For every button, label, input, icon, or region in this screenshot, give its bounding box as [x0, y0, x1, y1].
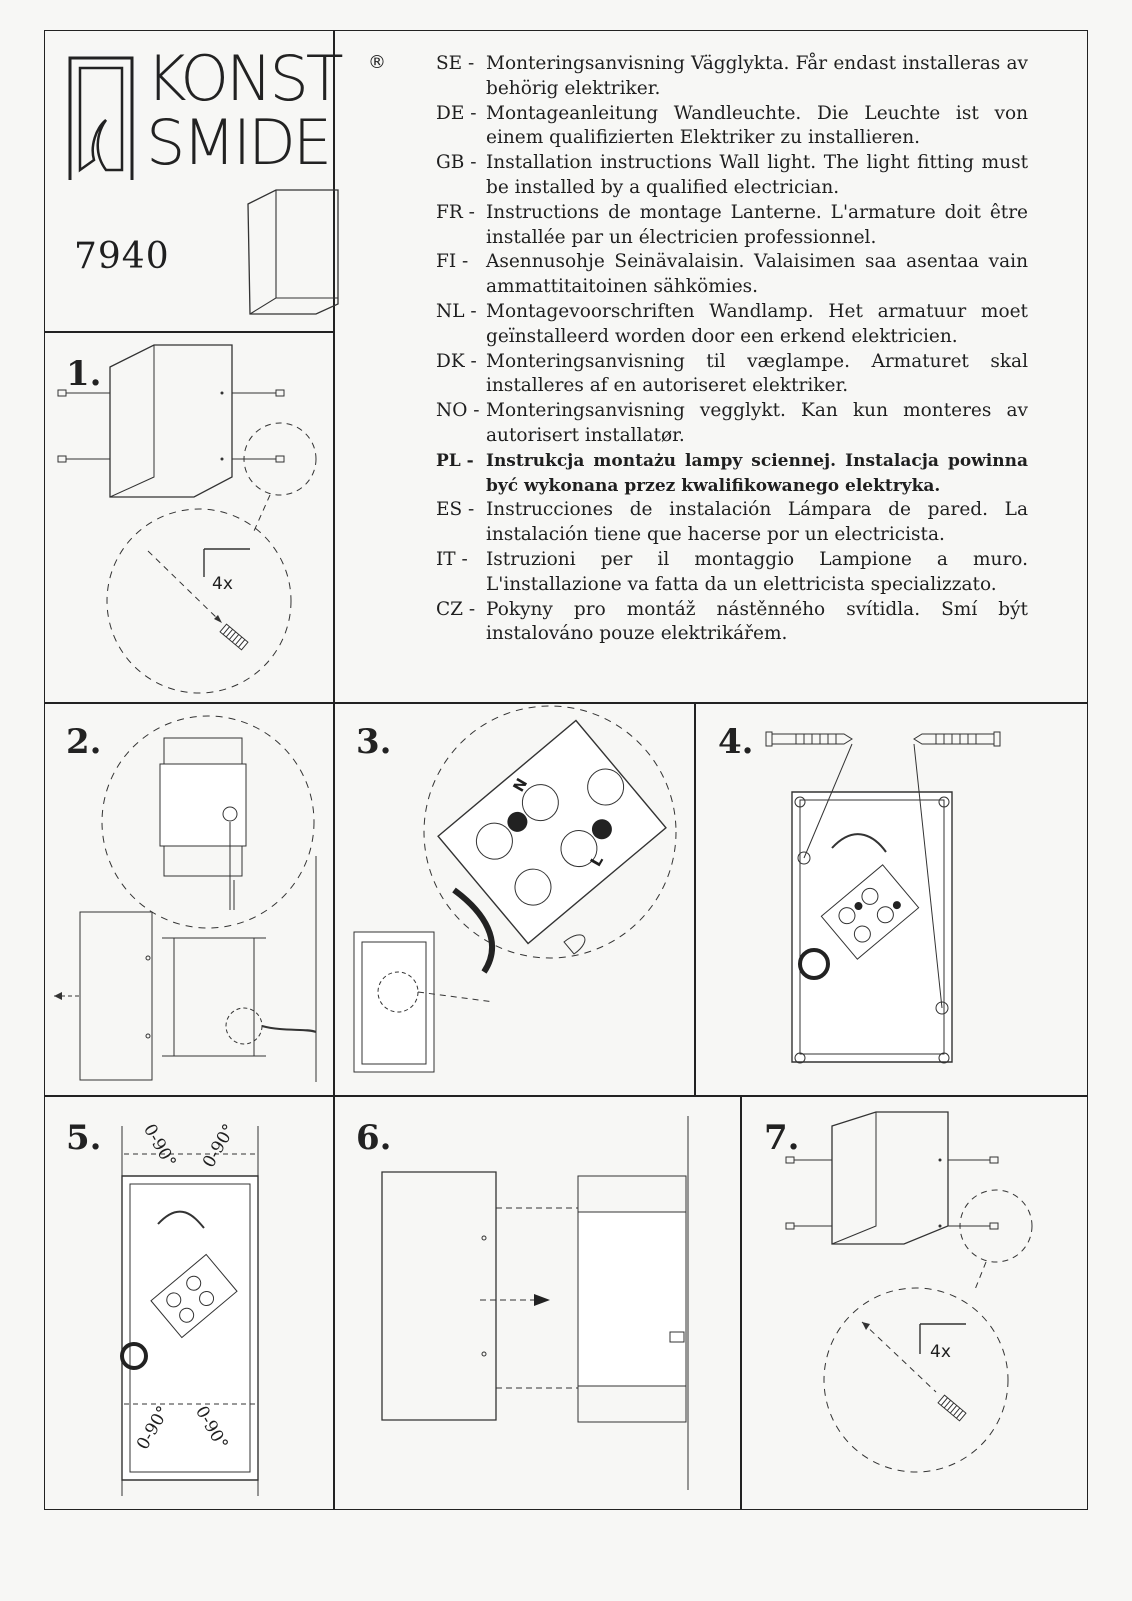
- logo-line-1: KONST: [146, 42, 344, 115]
- step-7-number: 7.: [764, 1118, 800, 1158]
- step-7-quantity: 4x: [930, 1342, 951, 1362]
- instruction-es: ES -Instrucciones de instalación Lámpara…: [436, 499, 1028, 546]
- divider: [44, 1095, 1088, 1097]
- instruction-nl: NL -Montagevoorschriften Wandlamp. Het a…: [436, 300, 1028, 347]
- step-3-diagram: [334, 702, 694, 1094]
- step-6-diagram: [334, 1096, 740, 1510]
- instruction-it: IT -Istruzioni per il montaggio Lampione…: [436, 548, 1028, 595]
- logo-line-2: SMIDE: [146, 106, 332, 179]
- step-4-number: 4.: [718, 722, 754, 762]
- divider: [44, 331, 334, 333]
- divider: [44, 702, 1088, 704]
- instruction-gb: GB -Installation instructions Wall light…: [436, 152, 1028, 198]
- instruction-sheet: [44, 30, 1088, 1510]
- step-1-number: 1.: [66, 354, 102, 394]
- divider: [694, 702, 696, 1095]
- step-3-number: 3.: [356, 722, 392, 762]
- flame-icon: [66, 50, 136, 182]
- step-2-diagram: [54, 702, 334, 1094]
- registered-mark: ®: [368, 52, 386, 73]
- model-number: 7940: [74, 236, 170, 277]
- instruction-dk: DK -Monteringsanvisning til væglampe. Ar…: [436, 350, 1028, 397]
- step-5-number: 5.: [66, 1118, 102, 1158]
- step-1-quantity: 4x: [212, 574, 233, 594]
- instruction-fr: FR -Instructions de montage Lanterne. L'…: [436, 201, 1028, 248]
- instruction-pl: PL -Instrukcja montażu lampy sciennej. I…: [436, 450, 1028, 496]
- step-1-diagram: [44, 331, 334, 701]
- divider: [740, 1095, 742, 1510]
- screw-left-icon: [766, 732, 852, 746]
- screw-right-icon: [914, 732, 1000, 746]
- step-7-diagram: [740, 1096, 1088, 1510]
- instruction-cz: CZ -Pokyny pro montáž nástěnného svítidl…: [436, 598, 1028, 645]
- divider: [333, 30, 335, 1510]
- instruction-de: DE -Montageanleitung Wandleuchte. Die Le…: [436, 102, 1028, 149]
- wall-light-illustration: [246, 188, 346, 318]
- brand-logo: KONST SMIDE ®: [66, 46, 396, 186]
- instruction-se: SE -Monteringsanvisning Vägglykta. Får e…: [436, 53, 1028, 99]
- instruction-no: NO -Monteringsanvisning vegglykt. Kan ku…: [436, 400, 1028, 446]
- step-4-diagram: [696, 702, 1088, 1094]
- instruction-fi: FI -Asennusohje Seinävalaisin. Valaisime…: [436, 251, 1028, 298]
- step-5-diagram: [44, 1096, 334, 1510]
- step-2-number: 2.: [66, 722, 102, 762]
- language-instructions: SE -Monteringsanvisning Vägglykta. Får e…: [436, 52, 1028, 647]
- step-6-number: 6.: [356, 1118, 392, 1158]
